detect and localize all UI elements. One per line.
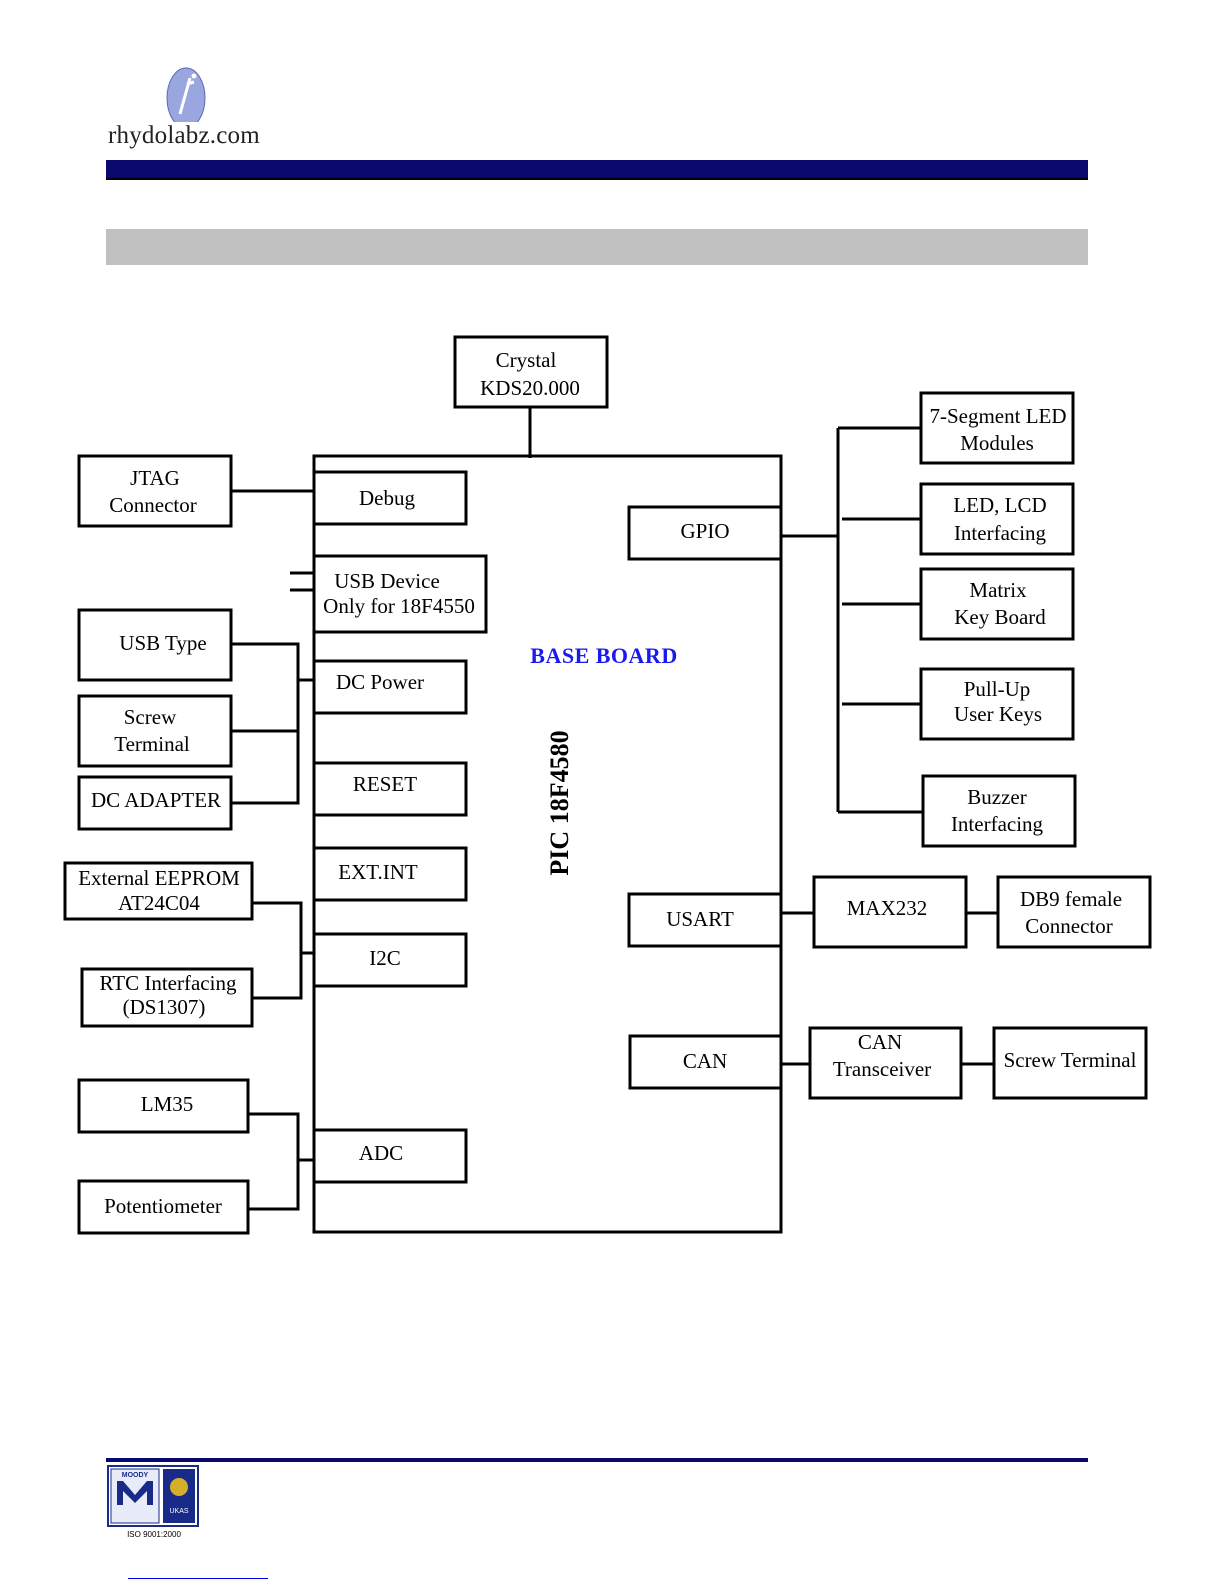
can-transceiver-label-line1: CAN bbox=[858, 1030, 902, 1054]
i2c-label: I2C bbox=[369, 946, 401, 970]
pullup-label-line1: Pull-Up bbox=[964, 677, 1031, 701]
pic-chip-label: PIC 18F4580 bbox=[545, 730, 574, 875]
jtag-label-line1: JTAG bbox=[130, 466, 180, 490]
buzzer-label-line1: Buzzer bbox=[967, 785, 1026, 809]
can-box bbox=[628, 1034, 783, 1090]
usart-box bbox=[627, 892, 783, 948]
crystal-label-line2: KDS20.000 bbox=[480, 376, 580, 400]
screw-terminal-label-line2: Terminal bbox=[114, 732, 190, 756]
db9-label-line1: DB9 female bbox=[1020, 887, 1122, 911]
gpio-label: GPIO bbox=[680, 519, 729, 543]
rtc-label-line1: RTC Interfacing bbox=[100, 971, 237, 995]
iso-certification-caption: ISO 9001:2000 bbox=[127, 1530, 181, 1539]
debug-label: Debug bbox=[359, 486, 415, 510]
jtag-label-line2: Connector bbox=[109, 493, 196, 517]
seven-segment-label-line1: 7-Segment LED bbox=[929, 404, 1066, 428]
lm35-box bbox=[77, 1078, 250, 1134]
eeprom-label-line1: External EEPROM bbox=[78, 866, 240, 890]
base-board-label: BASE BOARD bbox=[530, 643, 677, 668]
matrix-label-line2: Key Board bbox=[954, 605, 1046, 629]
usb-type-label: USB Type bbox=[119, 631, 206, 655]
reset-box bbox=[312, 761, 468, 817]
buzzer-label-line2: Interfacing bbox=[951, 812, 1044, 836]
main-board-box bbox=[312, 454, 783, 1234]
max232-label: MAX232 bbox=[847, 896, 928, 920]
header-divider-bar bbox=[106, 160, 1088, 180]
can-transceiver-label-line2: Transceiver bbox=[833, 1057, 931, 1081]
matrix-label-line1: Matrix bbox=[969, 578, 1027, 602]
pullup-label-line2: User Keys bbox=[954, 702, 1042, 726]
gpio-box bbox=[627, 505, 783, 561]
rhydolabz-logo: rhydolabz.com bbox=[108, 62, 278, 157]
lm35-label: LM35 bbox=[141, 1092, 194, 1116]
reset-label: RESET bbox=[353, 772, 417, 796]
dc-adapter-label: DC ADAPTER bbox=[91, 788, 221, 812]
screw-terminal-label-line1: Screw bbox=[124, 705, 177, 729]
ext-int-box bbox=[312, 846, 468, 902]
seven-segment-label-line2: Modules bbox=[960, 431, 1034, 455]
debug-box bbox=[312, 470, 468, 526]
led-lcd-label-line2: Interfacing bbox=[954, 521, 1047, 545]
section-title-bar bbox=[106, 229, 1088, 265]
ukas-text: UKAS bbox=[169, 1508, 188, 1515]
potentiometer-box bbox=[77, 1179, 250, 1235]
footer-link-underline bbox=[128, 1578, 268, 1579]
iso-certification-logo: MOODY UKAS bbox=[107, 1465, 199, 1527]
crystal-label-line1: Crystal bbox=[496, 348, 557, 372]
usb-device-label-line1: USB Device bbox=[334, 569, 440, 593]
led-lcd-label-line1: LED, LCD bbox=[953, 493, 1046, 517]
usart-label: USART bbox=[666, 907, 734, 931]
logo-text: rhydolabz.com bbox=[108, 122, 260, 149]
screw-terminal-right-label: Screw Terminal bbox=[1004, 1048, 1137, 1072]
adc-box bbox=[312, 1128, 468, 1184]
usb-device-box bbox=[312, 554, 488, 634]
db9-label-line2: Connector bbox=[1025, 914, 1112, 938]
moody-text: MOODY bbox=[122, 1472, 149, 1479]
potentiometer-label: Potentiometer bbox=[104, 1194, 222, 1218]
ext-int-label: EXT.INT bbox=[338, 860, 418, 884]
adc-label: ADC bbox=[359, 1141, 403, 1165]
footer-divider-bar bbox=[106, 1458, 1088, 1462]
i2c-box bbox=[312, 932, 468, 988]
dc-power-box bbox=[312, 659, 468, 715]
eeprom-label-line2: AT24C04 bbox=[118, 891, 200, 915]
rtc-label-line2: (DS1307) bbox=[123, 995, 206, 1019]
dc-power-label: DC Power bbox=[336, 670, 424, 694]
can-label: CAN bbox=[683, 1049, 727, 1073]
eeprom-box bbox=[63, 861, 254, 921]
usb-device-label-line2: Only for 18F4550 bbox=[323, 594, 475, 618]
logo-mark-icon bbox=[166, 67, 206, 129]
